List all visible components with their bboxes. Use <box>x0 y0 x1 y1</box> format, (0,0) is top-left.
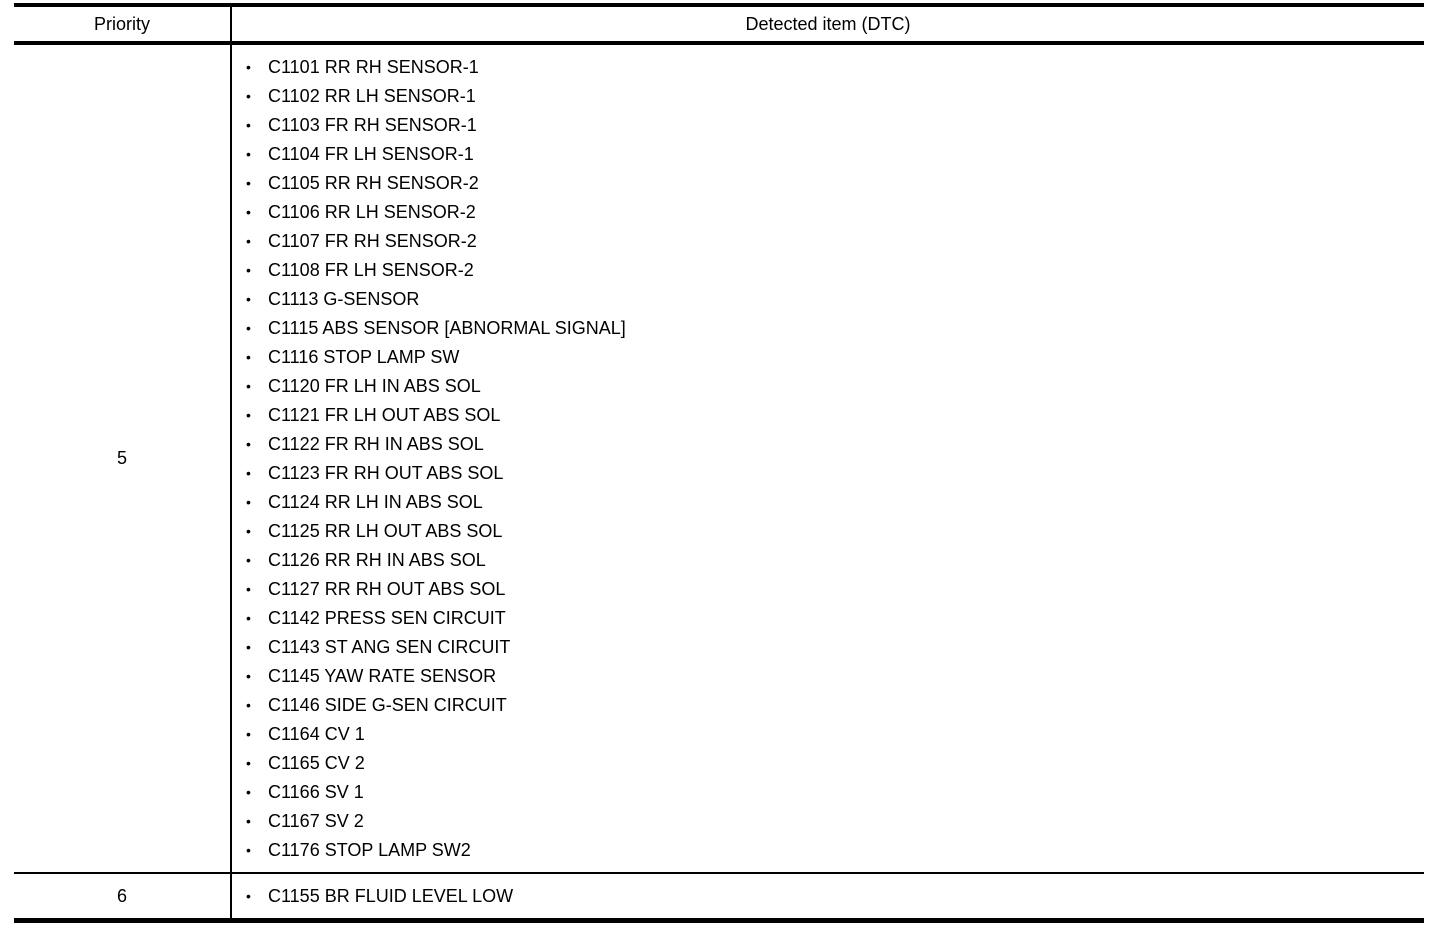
dtc-item-label: C1176 STOP LAMP SW2 <box>268 840 471 860</box>
dtc-list-item: • C1104 FR LH SENSOR-1 <box>246 140 1414 169</box>
dtc-item-label: C1123 FR RH OUT ABS SOL <box>268 463 504 483</box>
dtc-list-item: • C1125 RR LH OUT ABS SOL <box>246 517 1414 546</box>
dtc-list-item: • C1124 RR LH IN ABS SOL <box>246 488 1414 517</box>
dtc-list-item: • C1176 STOP LAMP SW2 <box>246 836 1414 865</box>
dtc-item-label: C1105 RR RH SENSOR-2 <box>268 173 479 193</box>
dtc-item-label: C1116 STOP LAMP SW <box>268 347 460 367</box>
dtc-list-item: • C1121 FR LH OUT ABS SOL <box>246 401 1414 430</box>
dtc-list-item: • C1116 STOP LAMP SW <box>246 343 1414 372</box>
priority-value: 6 <box>14 874 232 918</box>
detected-items-cell: • C1101 RR RH SENSOR-1 • C1102 RR LH SEN… <box>232 45 1424 872</box>
detected-items-cell: • C1155 BR FLUID LEVEL LOW <box>232 874 1424 918</box>
bullet-icon: • <box>246 783 251 800</box>
bullet-icon: • <box>246 725 251 742</box>
dtc-list-item: • C1101 RR RH SENSOR-1 <box>246 53 1414 82</box>
dtc-list-item: • C1143 ST ANG SEN CIRCUIT <box>246 633 1414 662</box>
bullet-icon: • <box>246 290 251 307</box>
bullet-icon: • <box>246 580 251 597</box>
bullet-icon: • <box>246 696 251 713</box>
table-header-row: Priority Detected item (DTC) <box>14 7 1424 45</box>
column-header-detected-item: Detected item (DTC) <box>745 13 911 34</box>
dtc-list-item: • C1145 YAW RATE SENSOR <box>246 662 1414 691</box>
dtc-item-label: C1155 BR FLUID LEVEL LOW <box>268 886 514 906</box>
bullet-icon: • <box>246 638 251 655</box>
dtc-item-label: C1143 ST ANG SEN CIRCUIT <box>268 637 511 657</box>
bullet-icon: • <box>246 887 251 904</box>
dtc-list: • C1101 RR RH SENSOR-1 • C1102 RR LH SEN… <box>232 45 1424 872</box>
dtc-list: • C1155 BR FLUID LEVEL LOW <box>232 874 1424 918</box>
dtc-item-label: C1164 CV 1 <box>268 724 365 744</box>
dtc-item-label: C1115 ABS SENSOR [ABNORMAL SIGNAL] <box>268 318 626 338</box>
priority-value: 5 <box>14 45 232 872</box>
dtc-list-item: • C1167 SV 2 <box>246 807 1414 836</box>
bullet-icon: • <box>246 493 251 510</box>
dtc-item-label: C1145 YAW RATE SENSOR <box>268 666 497 686</box>
dtc-item-label: C1127 RR RH OUT ABS SOL <box>268 579 506 599</box>
bullet-icon: • <box>246 435 251 452</box>
bullet-icon: • <box>246 667 251 684</box>
dtc-item-label: C1103 FR RH SENSOR-1 <box>268 115 477 135</box>
table-row-priority-6: 6 • C1155 BR FLUID LEVEL LOW <box>14 872 1424 918</box>
dtc-item-label: C1142 PRESS SEN CIRCUIT <box>268 608 506 628</box>
bullet-icon: • <box>246 841 251 858</box>
dtc-list-item: • C1108 FR LH SENSOR-2 <box>246 256 1414 285</box>
dtc-list-item: • C1165 CV 2 <box>246 749 1414 778</box>
dtc-list-item: • C1126 RR RH IN ABS SOL <box>246 546 1414 575</box>
bullet-icon: • <box>246 319 251 336</box>
dtc-item-label: C1107 FR RH SENSOR-2 <box>268 231 477 251</box>
bullet-icon: • <box>246 812 251 829</box>
dtc-item-label: C1126 RR RH IN ABS SOL <box>268 550 486 570</box>
dtc-item-label: C1122 FR RH IN ABS SOL <box>268 434 484 454</box>
bullet-icon: • <box>246 145 251 162</box>
dtc-item-label: C1108 FR LH SENSOR-2 <box>268 260 474 280</box>
dtc-list-item: • C1115 ABS SENSOR [ABNORMAL SIGNAL] <box>246 314 1414 343</box>
bullet-icon: • <box>246 203 251 220</box>
dtc-list-item: • C1105 RR RH SENSOR-2 <box>246 169 1414 198</box>
dtc-list-item: • C1113 G-SENSOR <box>246 285 1414 314</box>
dtc-list-item: • C1155 BR FLUID LEVEL LOW <box>246 882 1414 911</box>
dtc-list-item: • C1164 CV 1 <box>246 720 1414 749</box>
dtc-item-label: C1166 SV 1 <box>268 782 364 802</box>
bullet-icon: • <box>246 116 251 133</box>
bullet-icon: • <box>246 348 251 365</box>
bullet-icon: • <box>246 377 251 394</box>
bullet-icon: • <box>246 609 251 626</box>
bullet-icon: • <box>246 58 251 75</box>
dtc-item-label: C1102 RR LH SENSOR-1 <box>268 86 476 106</box>
table-row-priority-5: 5 • C1101 RR RH SENSOR-1 • C1102 RR LH S… <box>14 45 1424 872</box>
dtc-list-item: • C1103 FR RH SENSOR-1 <box>246 111 1414 140</box>
dtc-item-label: C1120 FR LH IN ABS SOL <box>268 376 481 396</box>
dtc-list-item: • C1107 FR RH SENSOR-2 <box>246 227 1414 256</box>
dtc-item-label: C1106 RR LH SENSOR-2 <box>268 202 476 222</box>
dtc-priority-table: Priority Detected item (DTC) 5 • C1101 R… <box>14 3 1424 923</box>
dtc-item-label: C1125 RR LH OUT ABS SOL <box>268 521 503 541</box>
dtc-list-item: • C1127 RR RH OUT ABS SOL <box>246 575 1414 604</box>
bullet-icon: • <box>246 406 251 423</box>
dtc-list-item: • C1106 RR LH SENSOR-2 <box>246 198 1414 227</box>
dtc-item-label: C1165 CV 2 <box>268 753 365 773</box>
dtc-list-item: • C1123 FR RH OUT ABS SOL <box>246 459 1414 488</box>
dtc-list-item: • C1120 FR LH IN ABS SOL <box>246 372 1414 401</box>
bullet-icon: • <box>246 551 251 568</box>
bullet-icon: • <box>246 87 251 104</box>
dtc-list-item: • C1166 SV 1 <box>246 778 1414 807</box>
dtc-list-item: • C1146 SIDE G-SEN CIRCUIT <box>246 691 1414 720</box>
dtc-item-label: C1146 SIDE G-SEN CIRCUIT <box>268 695 507 715</box>
bullet-icon: • <box>246 754 251 771</box>
bullet-icon: • <box>246 261 251 278</box>
dtc-item-label: C1167 SV 2 <box>268 811 364 831</box>
dtc-item-label: C1104 FR LH SENSOR-1 <box>268 144 474 164</box>
dtc-item-label: C1121 FR LH OUT ABS SOL <box>268 405 501 425</box>
bullet-icon: • <box>246 174 251 191</box>
dtc-item-label: C1124 RR LH IN ABS SOL <box>268 492 483 512</box>
dtc-list-item: • C1102 RR LH SENSOR-1 <box>246 82 1414 111</box>
dtc-list-item: • C1142 PRESS SEN CIRCUIT <box>246 604 1414 633</box>
bullet-icon: • <box>246 522 251 539</box>
dtc-item-label: C1101 RR RH SENSOR-1 <box>268 57 479 77</box>
dtc-list-item: • C1122 FR RH IN ABS SOL <box>246 430 1414 459</box>
dtc-item-label: C1113 G-SENSOR <box>268 289 420 309</box>
bullet-icon: • <box>246 464 251 481</box>
bullet-icon: • <box>246 232 251 249</box>
column-header-priority: Priority <box>14 7 232 41</box>
